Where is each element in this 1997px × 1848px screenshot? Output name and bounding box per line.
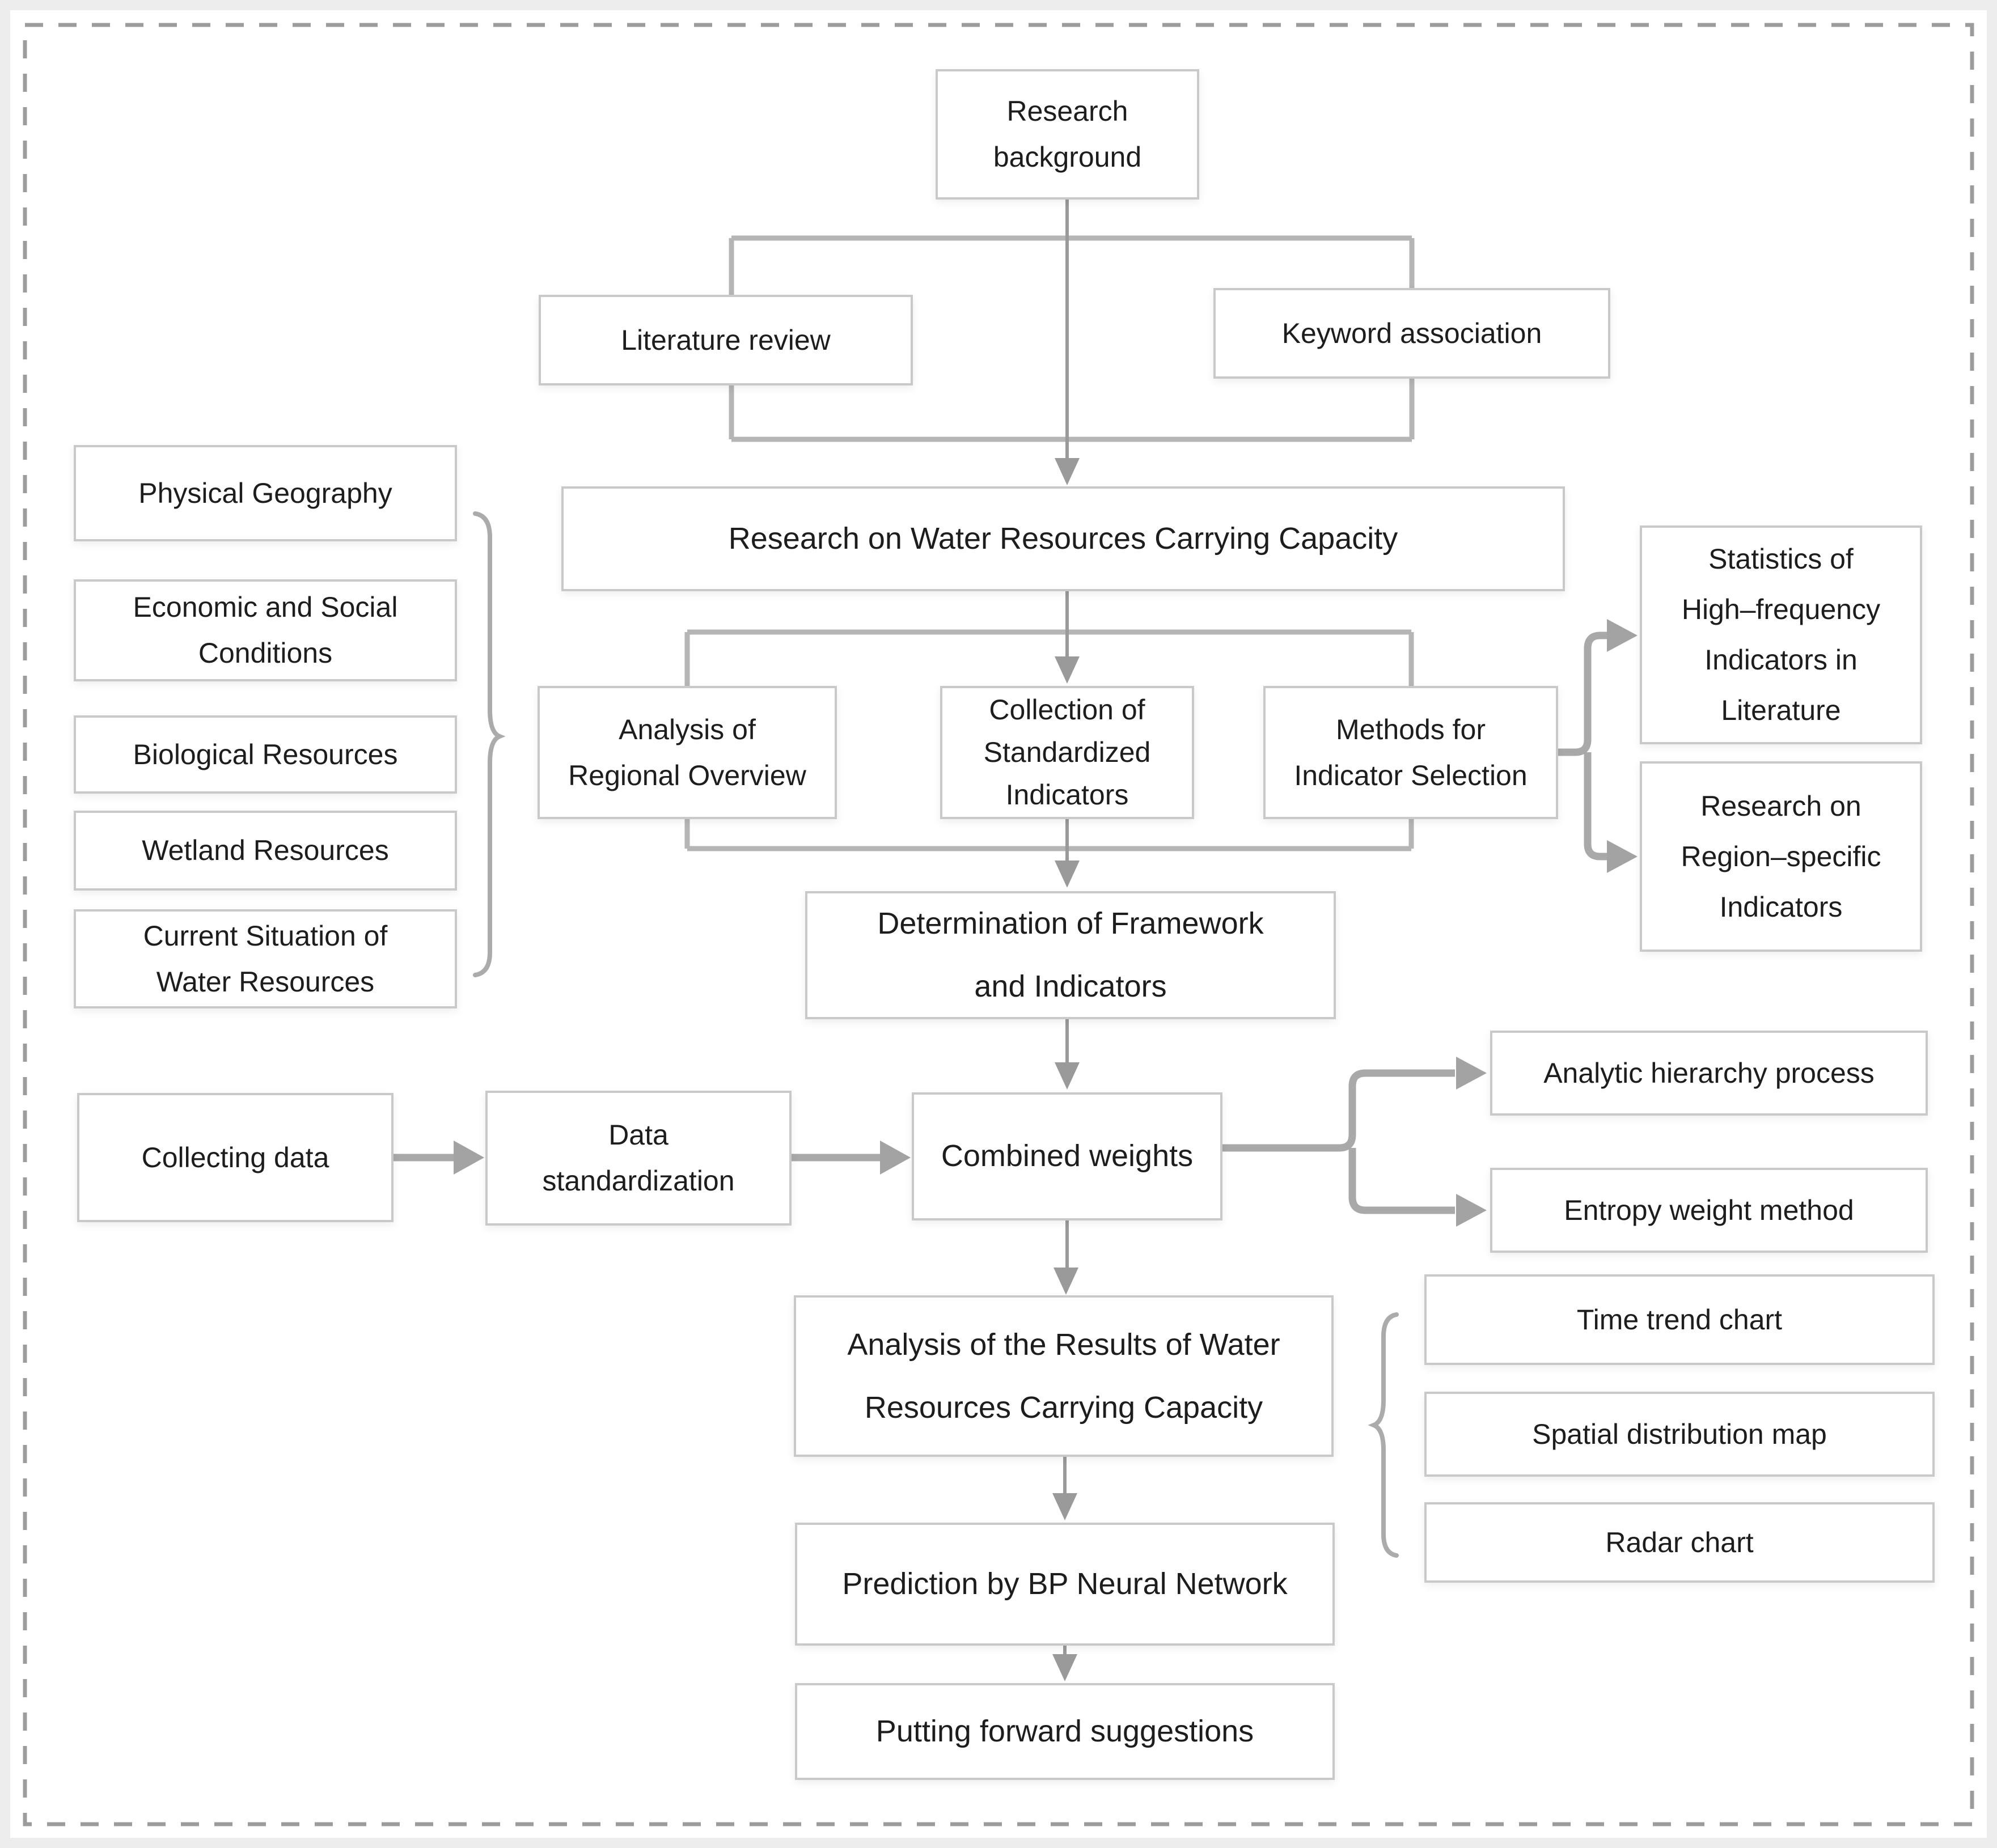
node-collecting-data: Collecting data: [77, 1093, 394, 1222]
node-time-trend-chart: Time trend chart: [1424, 1274, 1935, 1365]
node-research-wrcc: Research on Water Resources Carrying Cap…: [561, 486, 1565, 591]
left-group-brace: [473, 511, 506, 977]
bracket-three-boxes-to-determination: [684, 819, 1414, 851]
node-analysis-results-wrcc: Analysis of the Results of Water Resourc…: [794, 1295, 1334, 1457]
node-statistics-high-frequency: Statistics of High–frequency Indicators …: [1640, 525, 1922, 744]
bracket-wrcc-to-three-boxes: [684, 629, 1414, 686]
node-data-standardization: Data standardization: [485, 1091, 792, 1226]
node-radar-chart: Radar chart: [1424, 1502, 1935, 1583]
node-wetland-resources: Wetland Resources: [74, 811, 457, 891]
node-putting-forward-suggestions: Putting forward suggestions: [795, 1683, 1335, 1780]
node-analytic-hierarchy-process: Analytic hierarchy process: [1490, 1031, 1928, 1116]
node-methods-indicator-selection: Methods for Indicator Selection: [1263, 686, 1558, 819]
node-combined-weights: Combined weights: [912, 1092, 1222, 1220]
thick-arrowheads: [454, 619, 1638, 1227]
node-current-situation-water: Current Situation of Water Resources: [74, 909, 457, 1008]
spine-arrowheads: [1052, 458, 1080, 1681]
node-determination-framework: Determination of Framework and Indicator…: [805, 891, 1336, 1019]
node-entropy-weight-method: Entropy weight method: [1490, 1168, 1928, 1253]
node-economic-social-conditions: Economic and Social Conditions: [74, 579, 457, 681]
thick-connectors: [394, 631, 1608, 1214]
node-spatial-distribution-map: Spatial distribution map: [1424, 1392, 1935, 1477]
node-biological-resources: Biological Resources: [74, 715, 457, 794]
node-keyword-association: Keyword association: [1213, 288, 1610, 379]
dashed-border: [23, 23, 1974, 1826]
node-physical-geography: Physical Geography: [74, 445, 457, 541]
node-literature-review: Literature review: [539, 295, 913, 385]
node-research-region-specific: Research on Region–specific Indicators: [1640, 761, 1922, 952]
results-group-brace: [1368, 1312, 1399, 1558]
node-prediction-bp-neural-network: Prediction by BP Neural Network: [795, 1523, 1335, 1646]
node-research-background: Research background: [936, 69, 1199, 200]
spine-arrows: [1063, 200, 1069, 1656]
node-collection-standardized-indicators: Collection of Standardized Indicators: [940, 686, 1194, 819]
node-analysis-regional-overview: Analysis of Regional Overview: [538, 686, 837, 819]
